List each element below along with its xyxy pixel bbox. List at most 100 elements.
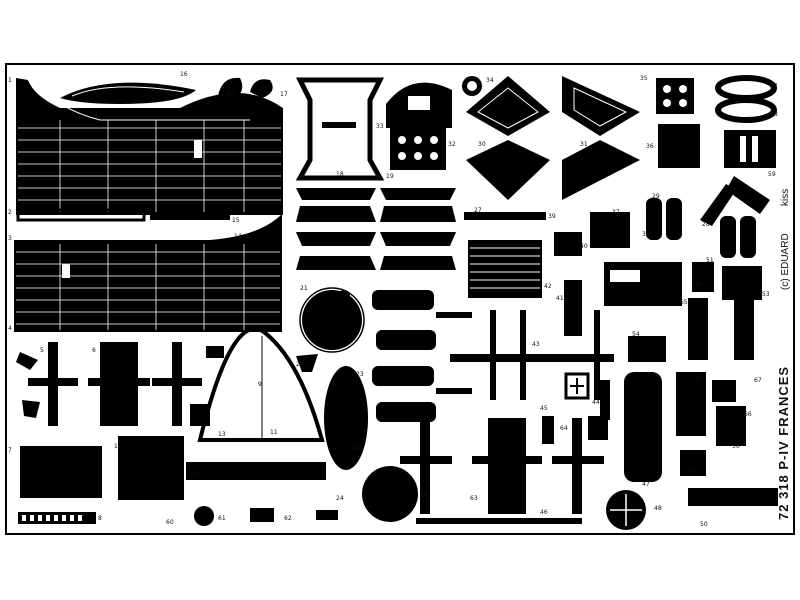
part-label: 3 [8, 235, 12, 242]
part-label: 32 [448, 141, 456, 148]
small-part [250, 508, 274, 522]
rail-part [416, 518, 582, 524]
part-label: 9 [258, 381, 262, 388]
part-label: 25 [420, 491, 428, 498]
ring-part [715, 75, 777, 101]
strip-part [700, 184, 736, 226]
part-label: 35 [640, 75, 648, 82]
part-label: 47 [642, 481, 650, 488]
small-part [296, 354, 318, 372]
part-label: 38 [642, 231, 650, 238]
brand-text: (c) EDUARD [780, 233, 791, 290]
part-label: 26 [352, 445, 360, 452]
part-label: 53 [762, 291, 770, 298]
part-number-labels: 1 2 3 4 5 6 7 8 9 10 11 12 13 14 15 16 1… [8, 71, 778, 528]
cross-part-set [28, 342, 202, 426]
part-label: 60 [166, 519, 174, 526]
strip-part [150, 212, 230, 220]
small-part [190, 404, 210, 426]
part-label: 54 [632, 331, 640, 338]
large-panel-lower [14, 214, 282, 332]
small-part [542, 416, 554, 444]
part-label: 8 [98, 515, 102, 522]
part-label: 63 [470, 495, 478, 502]
triangle-panel [562, 140, 640, 200]
strip-part [564, 280, 582, 336]
part-label: 39 [548, 213, 556, 220]
part-label: 52 [694, 281, 702, 288]
part-label: 58 [770, 111, 778, 118]
frame-part [295, 77, 385, 181]
part-label: 15 [232, 217, 240, 224]
part-label: 31 [580, 141, 588, 148]
fret-title-text: 72 318 P-IV FRANCES [776, 366, 791, 520]
part-label: 55 [694, 375, 702, 382]
part-label: 34 [486, 77, 494, 84]
small-part [564, 372, 590, 400]
spar-cross [450, 310, 614, 400]
part-label: 40 [580, 243, 588, 250]
disc-part [302, 290, 362, 350]
seat-belt-set [646, 198, 756, 258]
large-panel-upper [16, 78, 283, 215]
part-label: 65 [680, 299, 688, 306]
canopy-frame [197, 326, 325, 442]
part-label: 44 [592, 399, 600, 406]
part-label: 49 [688, 467, 696, 474]
strip-part [464, 212, 546, 220]
instrument-panel [390, 128, 446, 170]
part-label: 62 [284, 515, 292, 522]
panel-cluster [624, 298, 778, 506]
part-label: 30 [478, 141, 486, 148]
part-label: 24 [336, 495, 344, 502]
part-label: 59 [768, 171, 776, 178]
part-label: 41 [556, 295, 564, 302]
part-label: 12 [114, 443, 122, 450]
part-label: 66 [744, 411, 752, 418]
part-label: 20 [226, 91, 234, 98]
rail-part [186, 462, 326, 480]
part-label: 57 [770, 83, 778, 90]
part-label: 48 [654, 505, 662, 512]
cross-part-set [400, 418, 604, 514]
code-text: kiss [780, 189, 791, 206]
clip-part [218, 77, 243, 98]
ring-part [715, 97, 777, 123]
small-part [600, 380, 610, 420]
clip-part [250, 79, 273, 98]
part-label: 28 [702, 221, 710, 228]
small-part [692, 272, 708, 288]
part-label: 22 [296, 361, 304, 368]
part-label: 19 [386, 173, 394, 180]
box-part [20, 446, 102, 498]
part-label: 17 [280, 91, 288, 98]
part-label: 51 [706, 257, 714, 264]
triangle-panel [466, 140, 550, 200]
part-label: 29 [652, 193, 660, 200]
part-label: 46 [540, 509, 548, 516]
part-label: 50 [700, 521, 708, 528]
part-label: 16 [180, 71, 188, 78]
radiator-grille [468, 240, 542, 298]
triangle-panel [466, 76, 550, 136]
strap-part [60, 82, 196, 104]
part-label: 27 [474, 207, 482, 214]
rib-set [296, 188, 456, 270]
part-label: 36 [646, 143, 654, 150]
part-label: 67 [754, 377, 762, 384]
part-label: 42 [544, 283, 552, 290]
part-label: 64 [560, 425, 568, 432]
panel-cluster [554, 78, 776, 306]
part-label: 18 [336, 171, 344, 178]
part-label: 61 [218, 515, 226, 522]
small-part [588, 416, 608, 440]
part-label: 7 [8, 447, 12, 454]
part-label: 33 [376, 123, 384, 130]
part-label: 2 [8, 209, 12, 216]
small-part [16, 352, 38, 370]
box-part [118, 436, 184, 500]
part-label: 5 [40, 347, 44, 354]
part-label: 10 [190, 471, 198, 478]
part-label: 45 [540, 405, 548, 412]
